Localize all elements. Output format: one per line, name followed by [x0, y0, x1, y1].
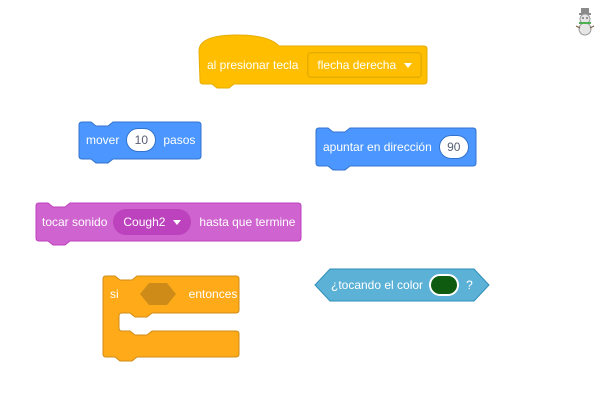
direction-value: 90 — [447, 140, 461, 154]
condition-slot[interactable] — [139, 282, 177, 306]
steps-value: 10 — [134, 133, 149, 147]
color-swatch-input[interactable] — [429, 274, 460, 296]
touching-color-label: ¿tocando el color — [331, 278, 424, 292]
when-key-pressed-block[interactable]: al presionar tecla flecha derecha — [198, 34, 429, 93]
play-sound-suffix: hasta que termine — [199, 215, 296, 229]
snowman-icon[interactable] — [574, 8, 596, 36]
then-label: entonces — [188, 287, 238, 301]
move-label: mover — [86, 133, 120, 147]
if-then-block[interactable]: si entonces — [102, 275, 244, 365]
direction-input[interactable]: 90 — [438, 135, 469, 159]
play-sound-label: tocar sonido — [42, 215, 108, 229]
if-label: si — [110, 287, 119, 301]
sound-dropdown-value: Cough2 — [123, 215, 166, 229]
when-key-pressed-label: al presionar tecla — [207, 58, 299, 72]
chevron-down-icon — [404, 62, 413, 68]
key-dropdown-value: flecha derecha — [317, 58, 397, 72]
sound-dropdown[interactable]: Cough2 — [113, 209, 192, 235]
move-steps-block[interactable]: mover 10 pasos — [78, 121, 204, 164]
key-dropdown[interactable]: flecha derecha — [307, 52, 423, 78]
touching-color-block[interactable]: ¿tocando el color ? — [314, 268, 492, 302]
chevron-down-icon — [173, 219, 182, 225]
touching-color-suffix: ? — [466, 278, 473, 292]
play-sound-until-done-block[interactable]: tocar sonido Cough2 hasta que termine — [35, 202, 305, 246]
steps-suffix: pasos — [163, 133, 196, 147]
point-direction-block[interactable]: apuntar en dirección 90 — [315, 127, 479, 171]
point-direction-label: apuntar en dirección — [323, 140, 432, 154]
steps-input[interactable]: 10 — [126, 128, 157, 152]
